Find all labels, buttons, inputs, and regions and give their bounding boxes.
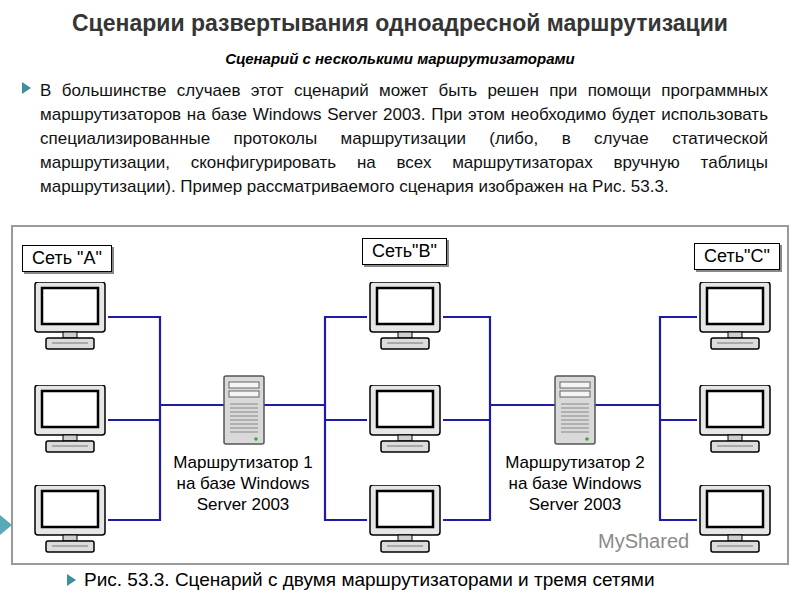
computer-icons — [35, 282, 770, 552]
network-name: Сеть "А" — [32, 248, 102, 269]
network-name: Сеть"В" — [372, 241, 437, 262]
computer-icon — [35, 282, 105, 349]
router-label: Маршрутизатор 1 на базе Windows Server 2… — [163, 452, 323, 515]
network-label-box: Сеть"В" — [362, 238, 447, 265]
router-icons — [224, 376, 595, 444]
subtitle: Сценарий с несколькими маршрутизаторами — [0, 50, 800, 67]
slide-title: Сценарии развертывания одноадресной марш… — [0, 10, 800, 37]
watermark: MyShared — [598, 530, 694, 553]
network-label-box: Сеть "А" — [22, 245, 112, 272]
slide-decoration — [0, 515, 12, 535]
bullet-paragraph: В большинстве случаев этот сценарий може… — [40, 79, 768, 199]
router-name: Маршрутизатор 2 на базе Windows Server 2… — [497, 452, 653, 515]
router-name: Маршрутизатор 1 на базе Windows Server 2… — [165, 452, 321, 515]
computer-icon — [370, 485, 440, 552]
computer-icon — [370, 282, 440, 349]
bullet-marker — [22, 82, 31, 94]
computer-icon — [35, 385, 105, 452]
network-name: Сеть"С" — [704, 246, 770, 267]
diagram-frame — [12, 226, 788, 564]
bullet-marker — [67, 574, 76, 586]
server-icon — [555, 376, 595, 444]
router-label: Маршрутизатор 2 на базе Windows Server 2… — [495, 452, 655, 515]
figure-caption: Рис. 53.3. Сценарий с двумя маршрутизато… — [84, 569, 794, 591]
computer-icon — [700, 282, 770, 349]
computer-icon — [700, 385, 770, 452]
network-label-box: Сеть"С" — [694, 243, 780, 270]
computer-icon — [370, 385, 440, 452]
server-icon — [224, 376, 264, 444]
computer-icon — [35, 485, 105, 552]
computer-icon — [700, 485, 770, 552]
